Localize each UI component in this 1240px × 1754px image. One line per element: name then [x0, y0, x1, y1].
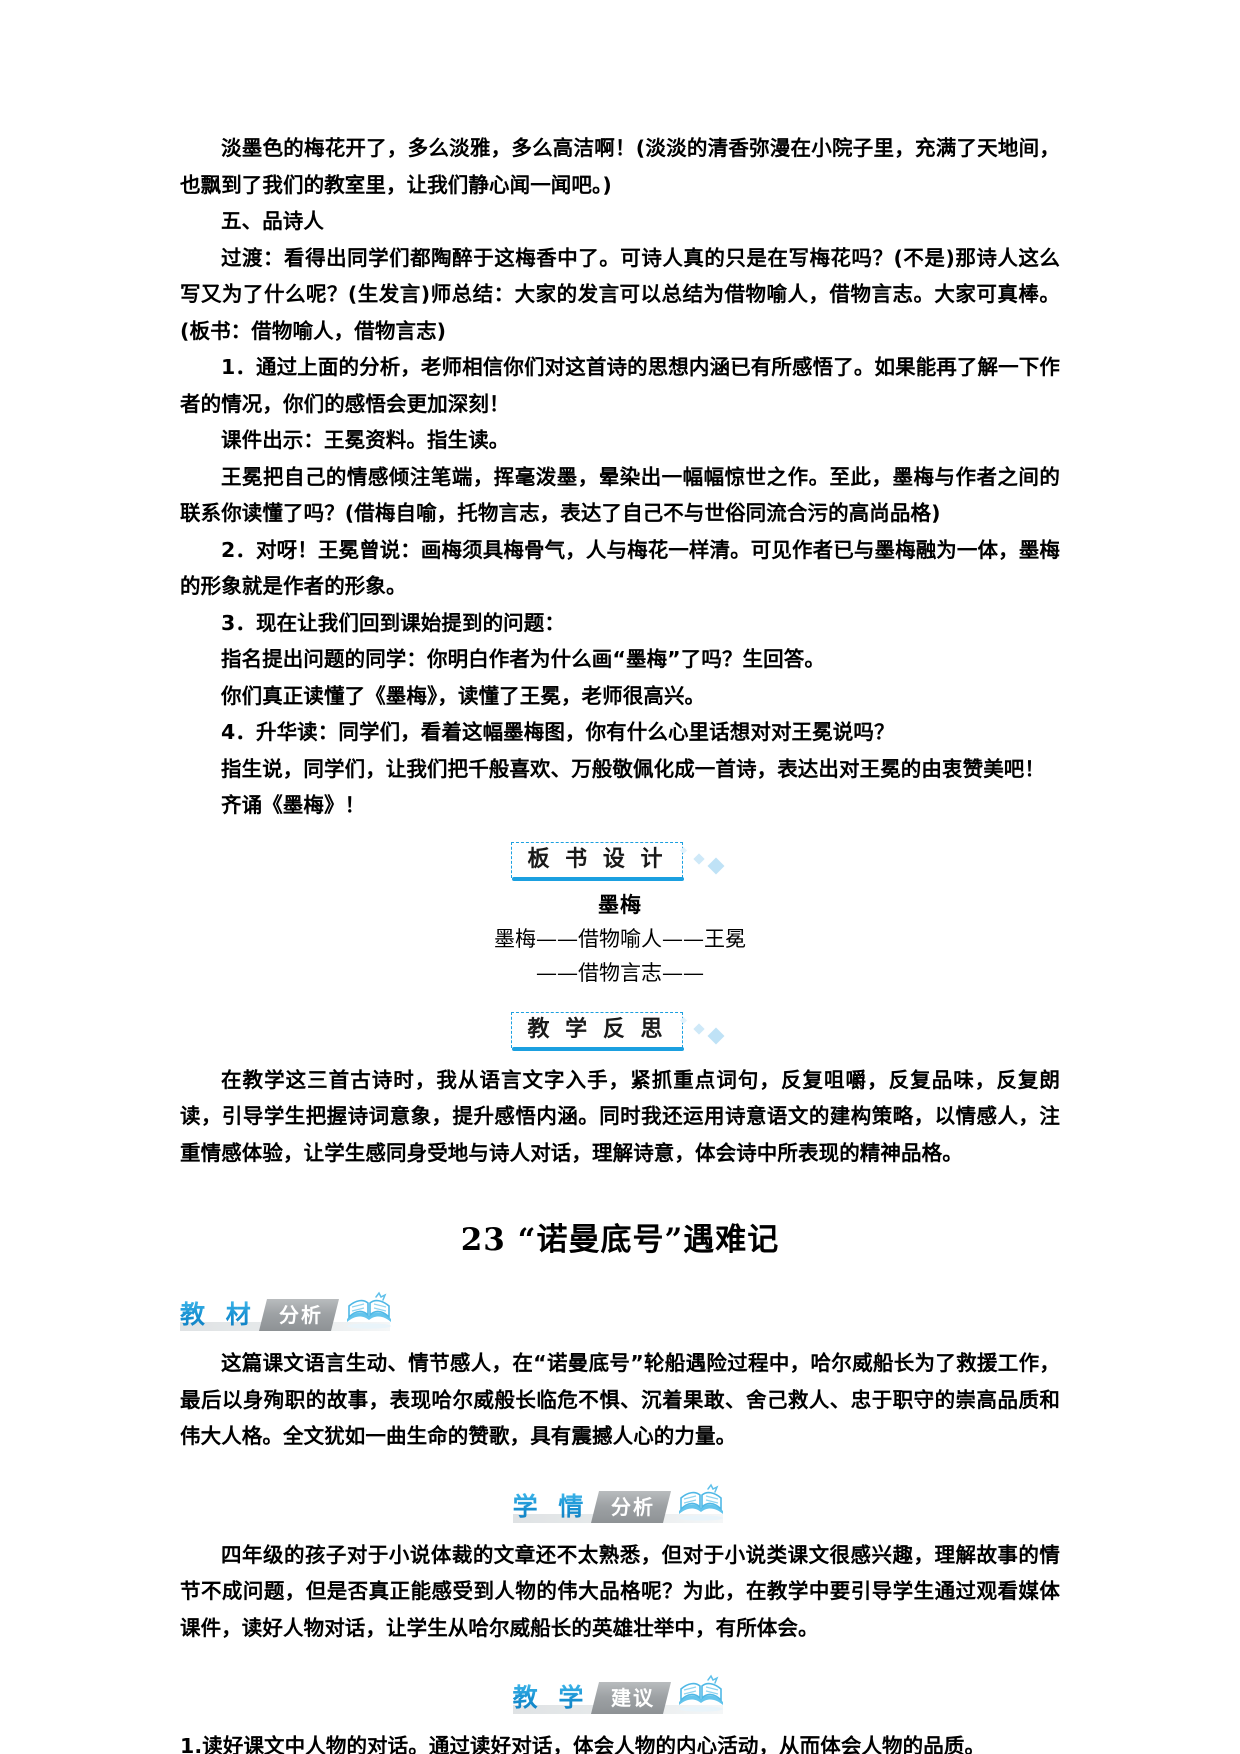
paragraph: 1．通过上面的分析，老师相信你们对这首诗的思想内涵已有所感悟了。如果能再了解一下… [180, 355, 1060, 416]
paragraph: 课件出示：王冕资料。指生读。 [221, 428, 510, 452]
section-badge-tag: 分析 [258, 1299, 339, 1331]
board-design-badge-label: 板 书 设 计 [527, 846, 667, 872]
paragraph: 4．升华读：同学们，看着这幅墨梅图，你有什么心里话想对对王冕说吗？ [221, 720, 895, 744]
paragraph: 齐诵《墨梅》！ [221, 793, 366, 817]
section-badge-tag: 分析 [591, 1490, 672, 1523]
section-paragraph-teaching-suggestion: 1.读好课文中人物的对话。通过读好对话，体会人物的内心活动，从而体会人物的品质。 [180, 1734, 986, 1754]
teaching-reflection-badge: 教 学 反 思 [180, 1011, 1060, 1051]
board-design-content: 墨梅 墨梅——借物喻人——王冕 ——借物言志—— [180, 888, 1060, 990]
section-badge-word: 教 材 [180, 1300, 261, 1330]
teaching-reflection-paragraph: 在教学这三首古诗时，我从语言文字入手，紧抓重点词句，反复咀嚼，反复品味，反复朗读… [180, 1067, 1060, 1165]
board-design-badge-box: 板 书 设 计 [510, 841, 685, 881]
paragraph: 指名提出问题的同学：你明白作者为什么画“墨梅”了吗？生回答。 [221, 647, 825, 671]
section-badge-teaching-suggestion: 教 学 建议 [180, 1668, 1060, 1714]
section-paragraph-textbook-analysis: 这篇课文语言生动、情节感人，在“诺曼底号”轮船遇险过程中，哈尔威船长为了救援工作… [180, 1351, 1060, 1448]
section-badge-tag: 建议 [591, 1682, 672, 1714]
section-badge-student-analysis: 学 情 分析 [180, 1477, 1060, 1523]
paragraph: 指生说，同学们，让我们把千般喜欢、万般敬佩化成一首诗，表达出对王冕的由衷赞美吧！ [221, 756, 1045, 781]
open-book-icon [343, 1291, 395, 1331]
section-paragraph-student-analysis: 四年级的孩子对于小说体裁的文章还不太熟悉，但对于小说类课文很感兴趣，理解故事的情… [180, 1542, 1060, 1640]
document-body: 淡墨色的梅花开了，多么淡雅，多么高洁啊！(淡淡的清香弥漫在小院子里，充满了天地间… [180, 130, 1060, 1754]
chapter-title: 23 “诺曼底号”遇难记 [460, 1222, 780, 1258]
section-badge-word: 教 学 [513, 1683, 594, 1713]
open-book-icon [675, 1483, 727, 1523]
open-book-icon [675, 1674, 727, 1714]
section-badge-textbook-analysis: 教 材 分析 [180, 1285, 1060, 1331]
teaching-reflection-badge-box: 教 学 反 思 [510, 1011, 685, 1051]
section-badge-word: 学 情 [513, 1492, 594, 1522]
board-design-line: 墨梅——借物喻人——王冕 [494, 926, 746, 951]
lesson-plan-section: 淡墨色的梅花开了，多么淡雅，多么高洁啊！(淡淡的清香弥漫在小院子里，充满了天地间… [180, 130, 1060, 824]
paragraph: 3．现在让我们回到课始提到的问题： [221, 610, 565, 635]
board-design-line: 墨梅 [598, 892, 642, 917]
teaching-reflection-badge-label: 教 学 反 思 [527, 1016, 667, 1042]
board-design-line: ——借物言志—— [536, 960, 704, 985]
diamond-decoration-icon [677, 842, 729, 876]
paragraph: 过渡：看得出同学们都陶醉于这梅香中了。可诗人真的只是在写梅花吗？(不是)那诗人这… [180, 245, 1060, 343]
paragraph: 淡墨色的梅花开了，多么淡雅，多么高洁啊！(淡淡的清香弥漫在小院子里，充满了天地间… [180, 136, 1060, 197]
paragraph: 2．对呀！王冕曾说：画梅须具梅骨气，人与梅花一样清。可见作者已与墨梅融为一体，墨… [180, 537, 1060, 599]
paragraph: 王冕把自己的情感倾注笔端，挥毫泼墨，晕染出一幅幅惊世之作。至此，墨梅与作者之间的… [180, 464, 1060, 526]
diamond-decoration-icon [677, 1012, 729, 1046]
board-design-badge: 板 书 设 计 [180, 841, 1060, 881]
paragraph: 五、品诗人 [221, 209, 324, 233]
paragraph: 你们真正读懂了《墨梅》，读懂了王冕，老师很高兴。 [221, 683, 706, 708]
